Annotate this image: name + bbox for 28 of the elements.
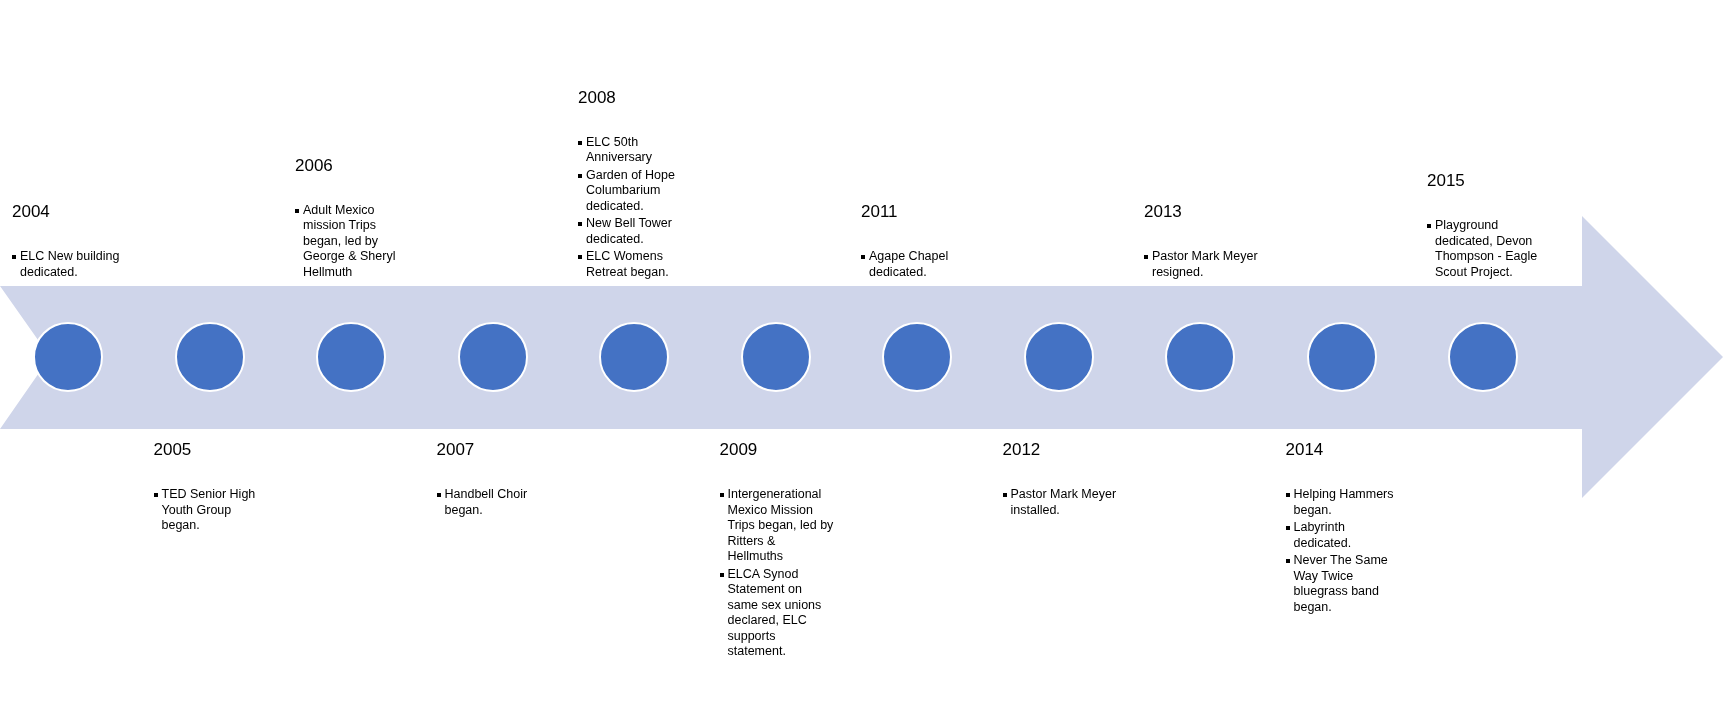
year-label: 2004	[12, 202, 50, 222]
event-text: Never The Same Way Twice bluegrass band began.	[1293, 553, 1389, 615]
event-text: ELC 50th Anniversary	[586, 134, 653, 166]
year-label: 2013	[1144, 202, 1182, 222]
event-text: TED Senior High Youth Group began.	[161, 487, 257, 534]
event-text: Pastor Mark Meyer resigned.	[1152, 249, 1258, 280]
event-text: Intergenerational Mexico Mission Trips began, led by Ritters & Hellmuths	[727, 487, 834, 565]
year-label: 2015	[1427, 171, 1465, 191]
event-text: ELCA Synod Statement on same sex unions declared, ELC supports statement.	[727, 566, 823, 660]
event-text: Helping Hammers began.	[1293, 487, 1395, 518]
event-text: Labyrinth dedicated.	[1293, 520, 1353, 551]
year-label: 2011	[861, 202, 898, 222]
year-label: 2008	[578, 87, 616, 108]
year-label: 2012	[1002, 440, 1041, 460]
event-text: Playground dedicated, Devon Thompson - Eagle Scout Project.	[1435, 218, 1539, 280]
event-text: ELC Womens Retreat began.	[586, 249, 670, 280]
event-text: Agape Chapel dedicated.	[869, 249, 950, 280]
year-label: 2014	[1285, 440, 1324, 460]
year-label: 2009	[719, 440, 758, 460]
event-text: Pastor Mark Meyer installed.	[1010, 487, 1117, 518]
year-label: 2006	[295, 155, 333, 176]
event-text: ELC New building dedicated.	[20, 249, 121, 280]
year-label: 2007	[436, 440, 475, 460]
event-text: Adult Mexico mission Trips began, led by George & Sheryl Hellmuth	[303, 202, 397, 280]
event-text: Garden of Hope Columbarium dedicated.	[586, 167, 676, 214]
event-text: New Bell Tower dedicated.	[586, 216, 673, 247]
event-text: Handbell Choir began.	[444, 487, 529, 518]
year-label: 2005	[153, 440, 192, 460]
